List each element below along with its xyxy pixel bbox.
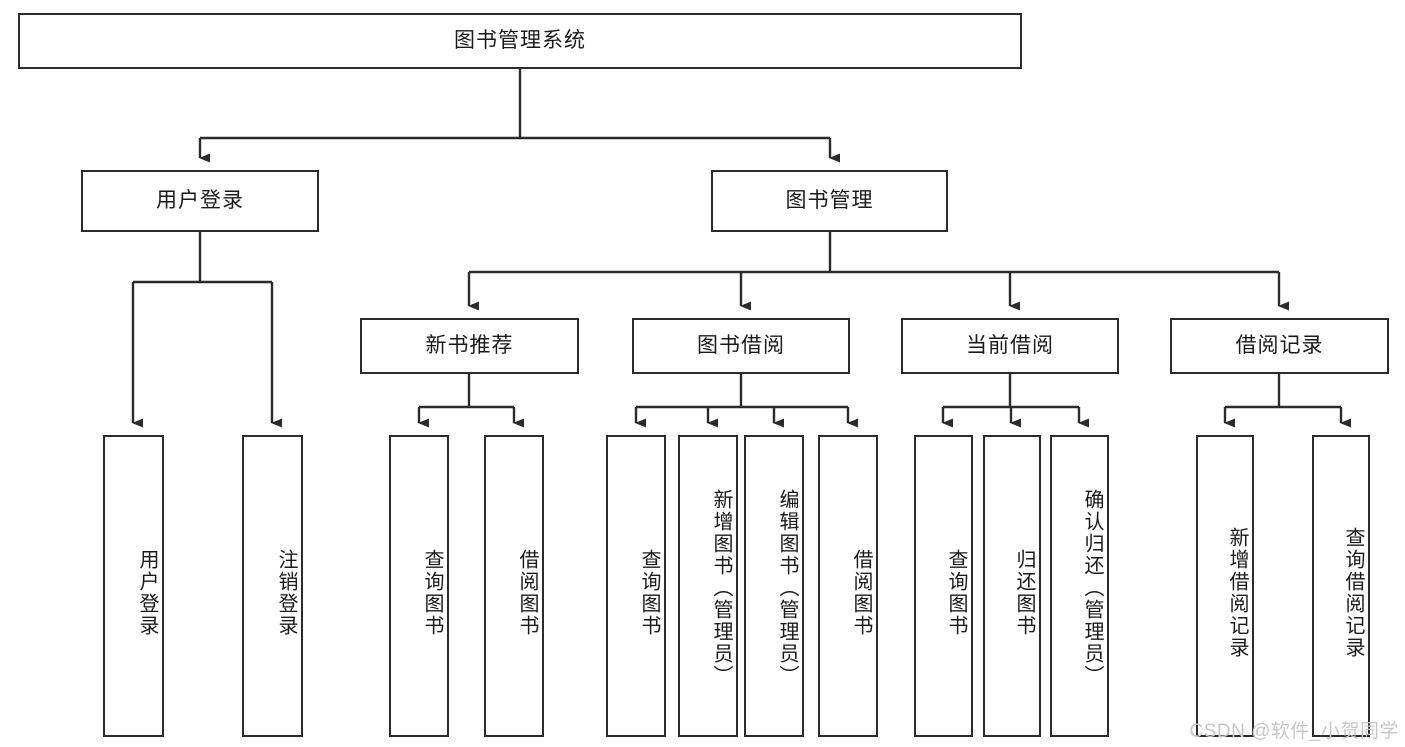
node-leaf-query-book-recommend[interactable]: 查询图书 <box>389 435 449 737</box>
node-label: 新书推荐 <box>425 334 514 358</box>
node-label: 图书借阅 <box>697 334 785 358</box>
node-label: 图书管理 <box>785 189 874 213</box>
node-leaf-user-login[interactable]: 用户登录 <box>103 435 164 737</box>
node-leaf-confirm-return-admin[interactable]: 确认归还（管理员） <box>1050 435 1109 737</box>
node-leaf-edit-book-admin[interactable]: 编辑图书（管理员） <box>744 435 804 737</box>
node-leaf-query-book-current[interactable]: 查询图书 <box>914 435 973 737</box>
node-label: 图书管理系统 <box>454 29 586 53</box>
watermark: CSDN @软件_小贺同学 <box>1189 721 1399 742</box>
node-label: 当前借阅 <box>966 334 1054 358</box>
node-label: 用户登录 <box>156 189 244 213</box>
node-leaf-logout[interactable]: 注销登录 <box>242 435 303 737</box>
node-user-login[interactable]: 用户登录 <box>81 170 319 232</box>
node-leaf-add-book-admin[interactable]: 新增图书（管理员） <box>678 435 738 737</box>
node-leaf-query-borrow-record[interactable]: 查询借阅记录 <box>1312 435 1370 737</box>
node-current-borrow[interactable]: 当前借阅 <box>901 318 1119 374</box>
node-label: 借阅记录 <box>1235 334 1324 358</box>
node-leaf-borrow-book-recommend[interactable]: 借阅图书 <box>484 435 544 737</box>
node-root-system[interactable]: 图书管理系统 <box>18 13 1022 69</box>
node-leaf-return-book[interactable]: 归还图书 <box>983 435 1041 737</box>
node-leaf-borrow-book[interactable]: 借阅图书 <box>818 435 878 737</box>
node-new-book-recommend[interactable]: 新书推荐 <box>360 318 579 374</box>
node-borrow-record[interactable]: 借阅记录 <box>1170 318 1389 374</box>
node-leaf-query-book-borrow[interactable]: 查询图书 <box>606 435 666 737</box>
node-book-management[interactable]: 图书管理 <box>711 170 948 232</box>
node-leaf-add-borrow-record[interactable]: 新增借阅记录 <box>1196 435 1254 737</box>
node-book-borrow[interactable]: 图书借阅 <box>632 318 850 374</box>
